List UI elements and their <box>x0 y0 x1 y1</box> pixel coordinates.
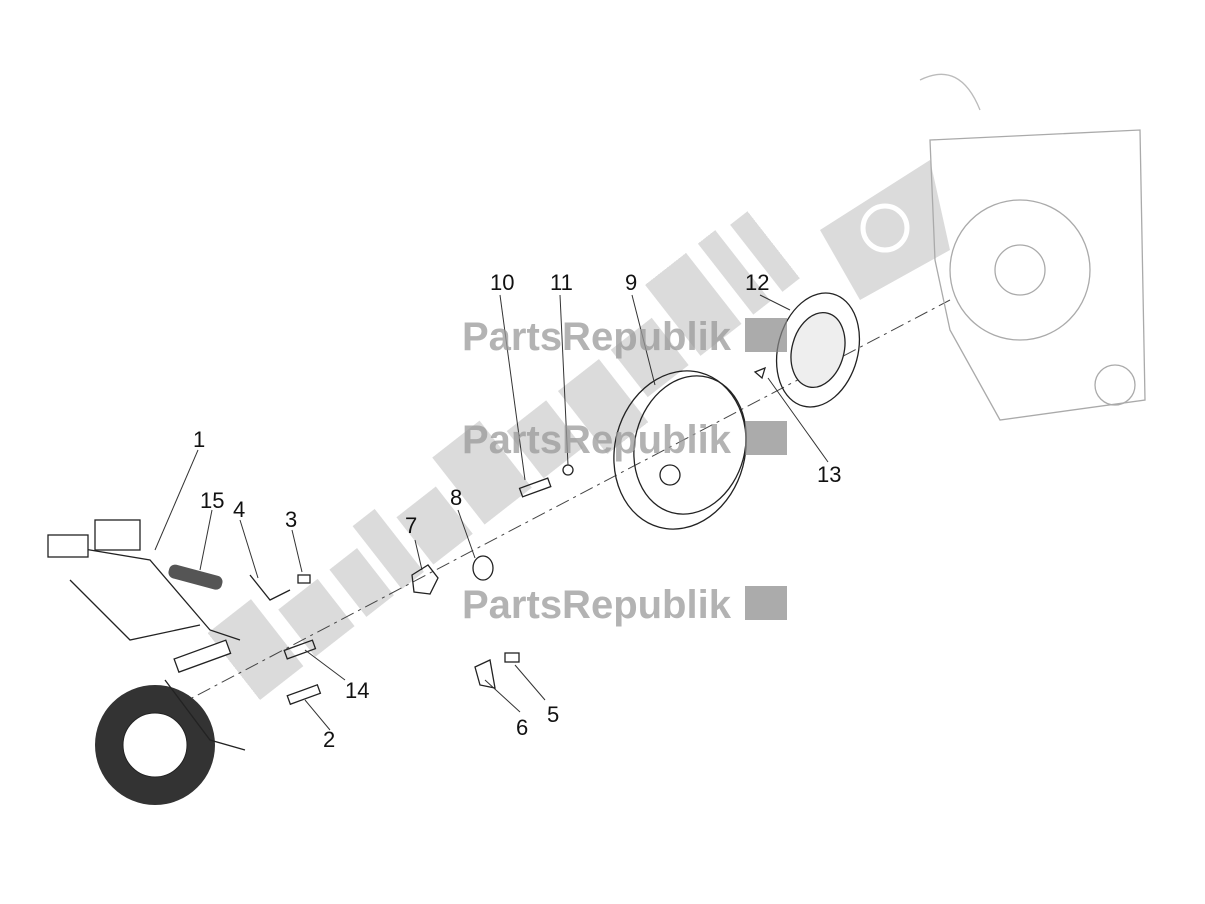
watermark-3: PartsRepublik <box>462 583 787 627</box>
callout-14: 14 <box>345 678 369 703</box>
callout-12: 12 <box>745 270 769 295</box>
screw-5 <box>504 652 520 663</box>
callout-7: 7 <box>405 513 417 538</box>
callout-15: 15 <box>200 488 224 513</box>
screw-14 <box>283 639 317 660</box>
callout-10: 10 <box>490 270 514 295</box>
clamp <box>249 574 291 601</box>
callout-9: 9 <box>625 270 637 295</box>
callout-4: 4 <box>233 497 245 522</box>
stator <box>95 685 215 805</box>
washer-11 <box>562 464 574 476</box>
callout-11: 11 <box>550 270 573 295</box>
plate <box>474 659 496 689</box>
key <box>753 366 767 380</box>
callout-1: 1 <box>193 427 205 452</box>
screw-3 <box>297 574 311 584</box>
diagonal-watermark <box>207 160 950 700</box>
gear-flag-icon <box>745 586 787 620</box>
engine-block <box>919 73 1146 421</box>
wiring-harness <box>47 519 246 751</box>
callout-labels: 1 2 3 4 5 6 7 8 9 10 11 12 13 14 15 <box>193 270 841 752</box>
callout-2: 2 <box>323 727 335 752</box>
washer <box>472 555 494 581</box>
callout-8: 8 <box>450 485 462 510</box>
svg-text:PartsRepublik: PartsRepublik <box>462 583 732 627</box>
screw-10 <box>518 477 552 498</box>
nut <box>411 564 439 595</box>
callout-6: 6 <box>516 715 528 740</box>
gear-flag-icon <box>745 318 787 352</box>
svg-text:PartsRepublik: PartsRepublik <box>462 315 732 359</box>
watermark-1: PartsRepublik <box>462 315 787 359</box>
assembly-axis <box>149 299 951 721</box>
watermark-2: PartsRepublik <box>462 418 787 462</box>
callout-13: 13 <box>817 462 841 487</box>
svg-text:PartsRepublik: PartsRepublik <box>462 418 732 462</box>
grommet <box>168 564 223 590</box>
gear-flag-icon <box>820 160 950 300</box>
callout-3: 3 <box>285 507 297 532</box>
leader-lines <box>154 294 829 731</box>
callout-5: 5 <box>547 702 559 727</box>
screw-2 <box>286 683 322 706</box>
gear-flag-icon <box>745 421 787 455</box>
flywheel-rotor <box>613 370 747 530</box>
